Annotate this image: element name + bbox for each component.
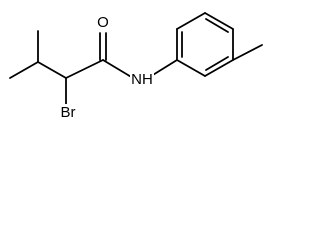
bromine-label: Br [61,104,76,121]
nitrogen-label-background [130,70,154,88]
bond-ring-c2-c3 [176,12,206,30]
bond-isopropyl-to-alpha-carbon [37,61,67,79]
amide-nitrogen-label: NH [131,71,153,88]
bond-ring-to-methyl [232,44,263,61]
bond-ring-c5-c6 [204,59,234,77]
bond-ring-c6-c1 [176,59,206,77]
oxygen-label: O [97,14,109,31]
bond-ring-inner-bottom-right [205,56,229,71]
bond-layer [9,12,263,105]
bond-ring-inner-top-right [205,18,229,33]
bond-carbonyl-carbon-to-nitrogen [102,59,134,79]
bond-isopropyl-methyl-left [9,61,39,79]
atom-label-layer: O NH Br [55,14,154,122]
bromine-label-background [55,104,81,122]
chemical-structure-diagram: O NH Br [9,12,263,122]
bond-ring-c3-c4 [204,12,234,30]
bond-alpha-carbon-to-carbonyl-carbon [65,59,104,79]
oxygen-label-background [95,14,112,32]
